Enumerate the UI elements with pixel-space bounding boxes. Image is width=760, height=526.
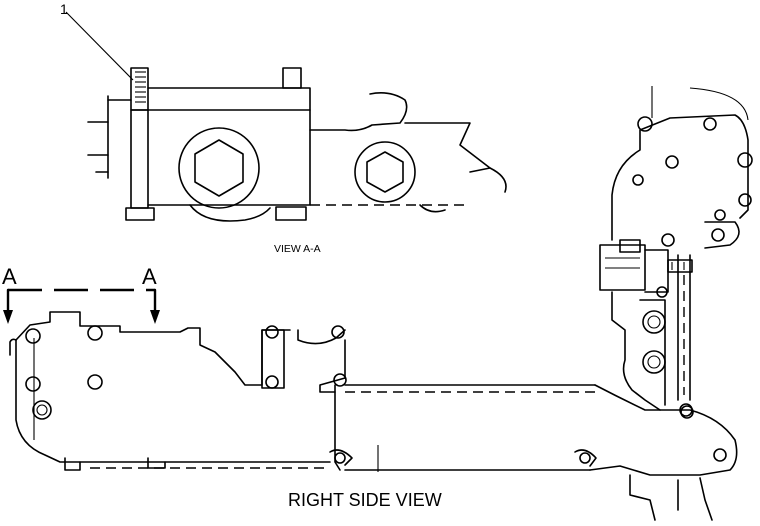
view-aa-bottom-nut [275, 206, 307, 221]
view-aa-top-boss [282, 67, 302, 89]
port-fitting [642, 310, 666, 334]
bolt-hole [711, 228, 725, 242]
section-label-left: A [2, 264, 17, 289]
bolt-hole [714, 209, 726, 221]
section-cut-line: A A [2, 264, 160, 324]
bolt-hole [637, 116, 653, 132]
bolt-hole [333, 373, 347, 387]
bolt-hole [25, 376, 41, 392]
bolt-hole [665, 155, 679, 169]
control-block [599, 244, 646, 291]
bolt-hole [656, 286, 668, 298]
view-aa-title: VIEW A-A [274, 243, 321, 255]
bolt-hole [32, 400, 52, 420]
hex-plug-left [178, 127, 260, 209]
port-fitting [642, 350, 666, 374]
bolt-part-1 [125, 67, 155, 221]
main-view-title: RIGHT SIDE VIEW [288, 490, 442, 510]
bolt-hole [713, 448, 727, 462]
hex-plug-right [354, 141, 416, 203]
section-arrow-right [150, 310, 160, 324]
bolt-hole [737, 152, 753, 168]
callout-number-1: 1 [60, 1, 68, 17]
bolt-hole [679, 403, 693, 417]
bolt-hole [265, 325, 279, 339]
bolt-hole [661, 233, 675, 247]
right-upright-housing [611, 114, 749, 241]
right-side-view: RIGHT SIDE VIEW [9, 86, 753, 521]
main-housing-outline [15, 339, 331, 463]
callout-leader-line [65, 11, 134, 81]
section-arrow-left [3, 310, 13, 324]
bolt-hole [331, 325, 345, 339]
bolt-hole [703, 117, 717, 131]
bolt-hole [87, 325, 103, 341]
bolt-hole [632, 174, 644, 186]
bolt-hole [87, 374, 103, 390]
tube-body [334, 384, 341, 471]
bolt-hole [265, 375, 279, 389]
view-aa-detail: 1 [60, 1, 507, 255]
view-aa-block [147, 87, 311, 206]
section-label-right: A [142, 264, 157, 289]
bolt-hole [25, 328, 41, 344]
bolt-hole [738, 193, 752, 207]
